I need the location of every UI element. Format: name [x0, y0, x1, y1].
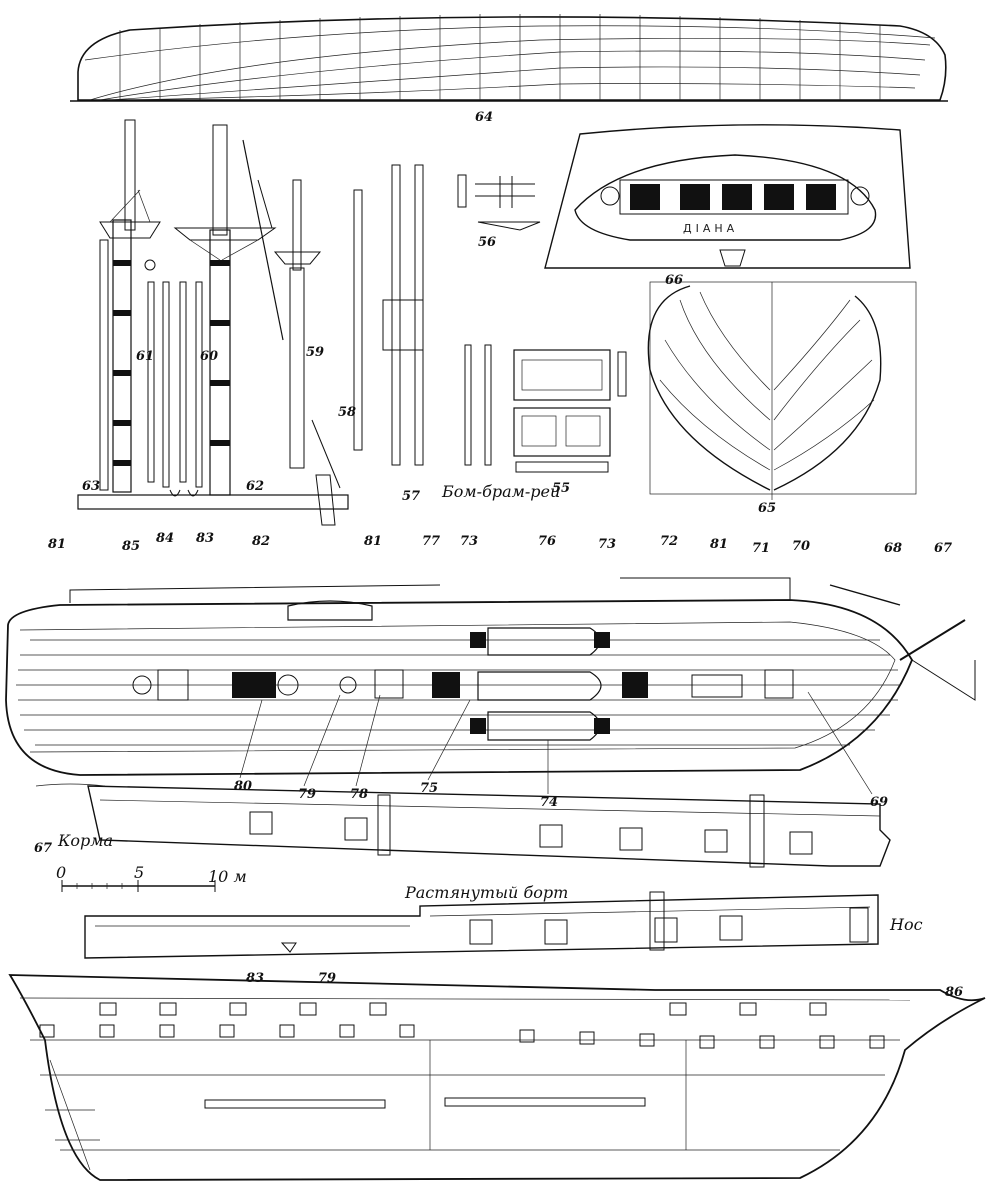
- mast-60: [173, 124, 284, 496]
- label-68: 68: [884, 541, 902, 556]
- spars-57: [382, 164, 424, 466]
- label-74: 74: [540, 795, 558, 810]
- masts-and-spars: 61 60 59 58 57 56 55 62 63 Бом-брам-рей: [77, 119, 627, 526]
- hull-lines-profile: 64: [70, 14, 948, 125]
- scale-0: 0: [56, 863, 66, 882]
- caption-nos: Нос: [889, 915, 923, 934]
- label-85: 85: [122, 539, 140, 554]
- label-78: 78: [350, 787, 368, 802]
- scale-10m: 10 м: [208, 867, 247, 886]
- loose-spars: [147, 281, 203, 497]
- deck-boats: [287, 600, 602, 741]
- label-65: 65: [758, 501, 776, 516]
- caption-korma: Корма: [57, 831, 113, 850]
- label-77: 77: [422, 534, 440, 549]
- stern-view-66: ДІАНА 66: [544, 124, 911, 288]
- label-83b: 83: [246, 971, 264, 986]
- label-64: 64: [475, 110, 493, 125]
- deck-plan: 81 85 84 83 82 81 77 73 76 73 72 81 71 7…: [5, 531, 976, 810]
- label-70: 70: [792, 539, 810, 554]
- stern-name-plate: ДІАНА: [683, 222, 738, 235]
- label-82: 82: [252, 534, 270, 549]
- spar-58: [353, 189, 363, 451]
- label-86: 86: [945, 985, 963, 1000]
- inner-bulwark-stern: 67 Корма: [34, 783, 891, 868]
- label-81b: 81: [364, 534, 382, 549]
- fitting-56: [457, 174, 541, 231]
- label-73a: 73: [460, 534, 478, 549]
- label-60: 60: [200, 349, 218, 364]
- label-79b: 79: [318, 971, 336, 986]
- label-81a: 81: [48, 537, 66, 552]
- caption-rastyanuty-bort: Растянутый борт: [404, 883, 568, 902]
- hatches-55: [513, 349, 627, 473]
- label-66: 66: [665, 273, 683, 288]
- label-62: 62: [246, 479, 264, 494]
- label-76: 76: [538, 534, 556, 549]
- label-59: 59: [306, 345, 324, 360]
- label-80: 80: [234, 779, 252, 794]
- label-61: 61: [136, 349, 154, 364]
- label-71: 71: [752, 541, 770, 556]
- label-55: 55: [552, 481, 570, 496]
- caption-bom-bram-rey: Бом-брам-рей: [441, 482, 560, 501]
- longitudinal-section: 83 79 86: [8, 971, 986, 1181]
- label-69: 69: [870, 795, 888, 810]
- label-67b: 67: [34, 841, 52, 856]
- scale-5: 5: [134, 863, 144, 882]
- stretched-side-bow: Растянутый борт Нос: [84, 883, 923, 959]
- label-67a: 67: [934, 541, 952, 556]
- body-plan-65: 65: [647, 281, 917, 516]
- label-57: 57: [402, 489, 420, 504]
- label-72: 72: [660, 534, 678, 549]
- label-83: 83: [196, 531, 214, 546]
- label-79: 79: [298, 787, 316, 802]
- mast-59: [257, 179, 341, 489]
- scale-bar: 0 5 10 м: [56, 863, 247, 892]
- label-75: 75: [420, 781, 438, 796]
- label-63: 63: [82, 479, 100, 494]
- label-84: 84: [156, 531, 174, 546]
- label-81c: 81: [710, 537, 728, 552]
- label-73b: 73: [598, 537, 616, 552]
- label-56: 56: [478, 235, 496, 250]
- label-58: 58: [338, 405, 356, 420]
- mast-61: [99, 119, 161, 493]
